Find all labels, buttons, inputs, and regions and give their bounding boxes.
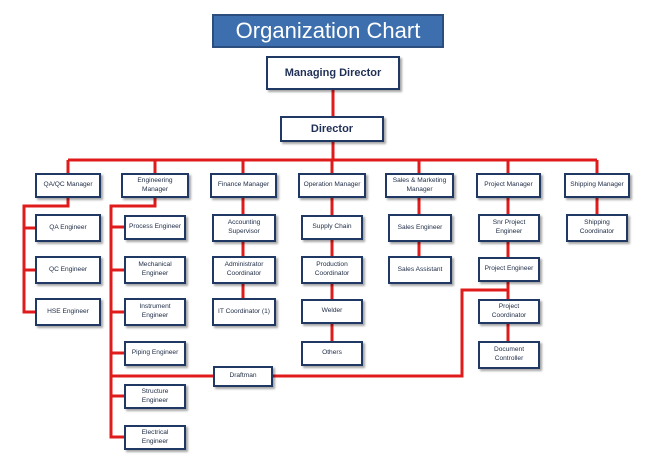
node-operation-manager: Operation Manager — [298, 173, 366, 198]
node-sales-marketing-manager: Sales & Marketing Manager — [385, 173, 454, 198]
node-electrical-engineer: Electrical Engineer — [124, 425, 186, 450]
node-instrument-engineer: Instrument Engineer — [124, 298, 186, 326]
node-qa-engineer: QA Engineer — [35, 214, 101, 242]
node-snr-project-engineer: Snr Project Engineer — [478, 214, 540, 242]
node-shipping-coordinator: Shipping Coordinator — [566, 214, 628, 242]
node-managing-director: Managing Director — [266, 56, 400, 90]
node-administrator-coordinator: Administrator Coordinator — [212, 256, 276, 284]
node-mechanical-engineer: Mechanical Engineer — [124, 256, 186, 284]
node-it-coordinator: IT Coordinator (1) — [212, 298, 276, 326]
node-welder: Welder — [301, 299, 363, 324]
node-supply-chain: Supply Chain — [301, 215, 363, 240]
node-project-coordinator: Project Coordinator — [478, 299, 540, 324]
node-director: Director — [280, 116, 384, 142]
node-production-coordinator: Production Coordinator — [301, 256, 363, 284]
chart-title: Organization Chart — [212, 14, 444, 48]
connector-line — [273, 288, 509, 378]
connector-line — [109, 198, 157, 439]
node-structure-engineer: Structure Engineer — [124, 384, 186, 409]
node-qc-engineer: QC Engineer — [35, 256, 101, 284]
node-engineering-manager: Engineering Manager — [121, 173, 189, 198]
node-process-engineer: Process Engineer — [124, 215, 186, 240]
node-sales-assistant: Sales Assistant — [388, 256, 452, 284]
node-qaqc-manager: QA/QC Manager — [35, 173, 101, 198]
connector-line — [22, 198, 70, 314]
node-finance-manager: Finance Manager — [210, 173, 277, 198]
node-others: Others — [301, 341, 363, 366]
node-piping-engineer: Piping Engineer — [124, 341, 186, 366]
node-project-engineer: Project Engineer — [478, 257, 540, 282]
node-draftman: Draftman — [213, 366, 273, 387]
node-sales-engineer: Sales Engineer — [388, 214, 452, 242]
node-document-controller: Document Controller — [478, 341, 540, 369]
node-hse-engineer: HSE Engineer — [35, 298, 101, 326]
node-accounting-supervisor: Accounting Supervisor — [212, 214, 276, 242]
node-shipping-manager: Shipping Manager — [564, 173, 630, 198]
node-project-manager: Project Manager — [476, 173, 541, 198]
